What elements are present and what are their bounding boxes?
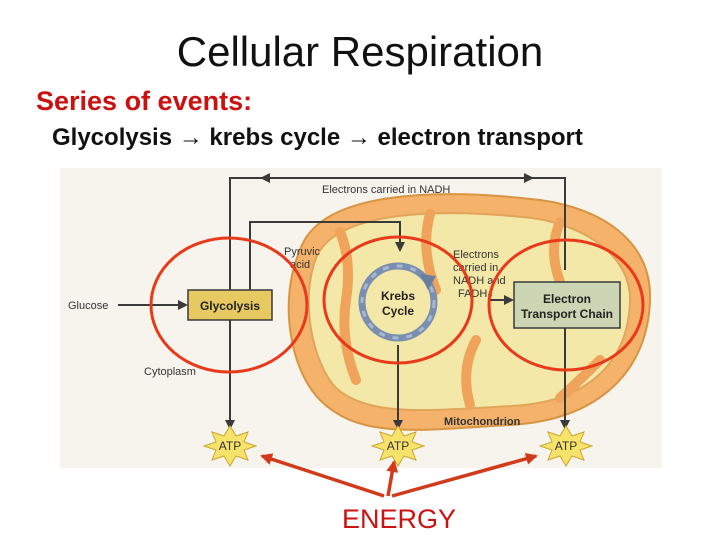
slide-title: Cellular Respiration — [176, 28, 544, 75]
nadh-fadh-label-line4: FADH2 — [458, 288, 492, 302]
glycolysis-label: Glycolysis — [200, 299, 260, 313]
glycolysis-box: Glycolysis — [187, 289, 273, 321]
energy-label: ENERGY — [342, 504, 457, 534]
nadh-label: Electrons carried in NADH — [322, 184, 450, 196]
pyruvic-label-line1: Pyruvic — [284, 246, 321, 258]
etc-highlight-circle — [487, 238, 645, 372]
cytoplasm-label: Cytoplasm — [144, 366, 196, 378]
energy-arrow-left — [260, 453, 385, 498]
atp-label-2: ATP — [387, 439, 409, 453]
nadh-fadh-label-line1: Electrons — [453, 249, 499, 261]
atp-burst-1: ATP — [202, 425, 258, 467]
energy-arrow-right — [391, 452, 538, 498]
event-sequence: Glycolysis → krebs cycle → electron tran… — [52, 124, 583, 151]
glycolysis-highlight-circle — [149, 236, 309, 374]
energy-arrow-middle — [386, 460, 399, 497]
atp-label-3: ATP — [555, 439, 577, 453]
krebs-label-line1: Krebs — [381, 289, 415, 303]
krebs-cycle: Krebs Cycle — [358, 262, 438, 342]
krebs-highlight-circle — [322, 235, 474, 365]
krebs-label-line2: Cycle — [382, 304, 414, 318]
atp-label-1: ATP — [219, 439, 241, 453]
atp-burst-2: ATP — [370, 425, 426, 467]
etc-label-line1: Electron — [543, 292, 591, 306]
atp-burst-3: ATP — [538, 425, 594, 467]
mitochondrion-label: Mitochondrion — [444, 416, 521, 428]
etc-label-line2: Transport Chain — [521, 307, 613, 321]
slide-subtitle: Series of events: — [36, 86, 253, 116]
glucose-label: Glucose — [68, 300, 108, 312]
etc-box: Electron Transport Chain — [513, 281, 621, 329]
